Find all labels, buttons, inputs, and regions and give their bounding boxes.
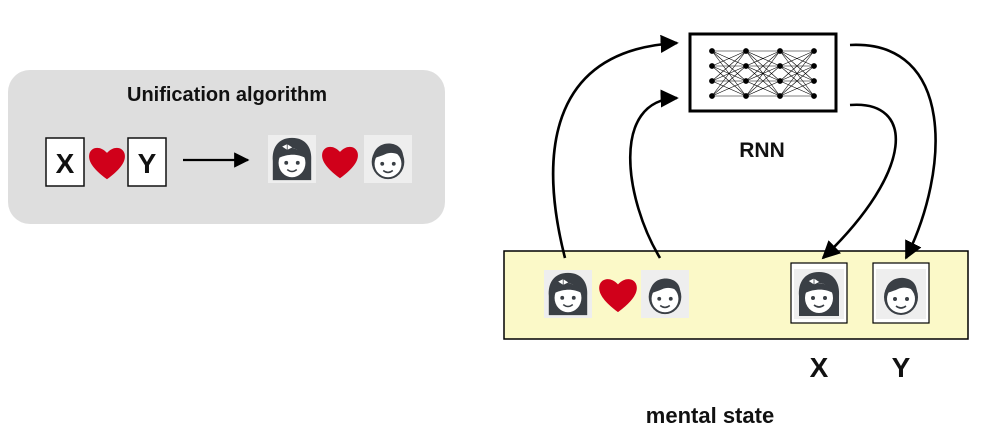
- network-edge: [779, 50, 815, 97]
- var-x-label: X: [56, 148, 75, 179]
- var-x-box: X: [45, 137, 85, 187]
- network-node: [743, 48, 749, 54]
- network-edge: [711, 50, 747, 82]
- unification-title: Unification algorithm: [127, 84, 327, 106]
- network-node: [811, 78, 817, 84]
- network-node: [709, 48, 715, 54]
- network-node: [811, 63, 817, 69]
- network-node: [743, 93, 749, 99]
- arrow-rnn-to-slot-x: [821, 103, 898, 260]
- network-edge: [779, 50, 815, 82]
- boy-face-icon: [364, 135, 412, 183]
- mental-state-label: mental state: [646, 403, 774, 428]
- network-edge: [711, 80, 747, 97]
- network-edge: [745, 65, 781, 97]
- girl-face-icon: [268, 135, 316, 183]
- network-node: [709, 63, 715, 69]
- rnn-label: RNN: [739, 139, 785, 162]
- slot-x-label: X: [810, 352, 829, 383]
- rnn-box: RNN: [688, 32, 838, 162]
- slot-y: [872, 262, 930, 324]
- arrow-state-to-rnn-inner: [628, 89, 679, 259]
- boy-face-icon: [876, 269, 926, 319]
- girl-face-icon: [544, 270, 592, 318]
- network-edge: [745, 50, 781, 67]
- arrow-state-to-rnn-outer: [551, 34, 679, 259]
- network-edge: [779, 50, 815, 67]
- network-node: [709, 78, 715, 84]
- network-edge: [711, 65, 747, 97]
- network-edge: [745, 50, 781, 97]
- arrow-rnn-to-slot-y: [849, 43, 937, 260]
- boy-face-icon: [641, 270, 689, 318]
- slot-y-label: Y: [892, 352, 911, 383]
- network-node: [777, 48, 783, 54]
- slot-x: [790, 262, 848, 324]
- flow-arrows: [551, 34, 937, 260]
- network-edge: [711, 50, 747, 67]
- network-node: [811, 93, 817, 99]
- rnn-network-icon: [709, 48, 817, 99]
- network-node: [777, 63, 783, 69]
- unification-panel: Unification algorithm X Y: [8, 70, 445, 224]
- network-edge: [779, 80, 815, 97]
- network-node: [777, 93, 783, 99]
- network-edge: [745, 50, 781, 82]
- network-node: [709, 93, 715, 99]
- network-edge: [711, 50, 747, 97]
- network-node: [743, 63, 749, 69]
- network-node: [777, 78, 783, 84]
- var-y-label: Y: [138, 148, 157, 179]
- girl-face-icon: [794, 269, 844, 319]
- mental-state-box: X Y mental state: [503, 250, 969, 428]
- network-edge: [745, 80, 781, 97]
- network-edge: [779, 65, 815, 97]
- network-node: [743, 78, 749, 84]
- network-node: [811, 48, 817, 54]
- var-y-box: Y: [127, 137, 167, 187]
